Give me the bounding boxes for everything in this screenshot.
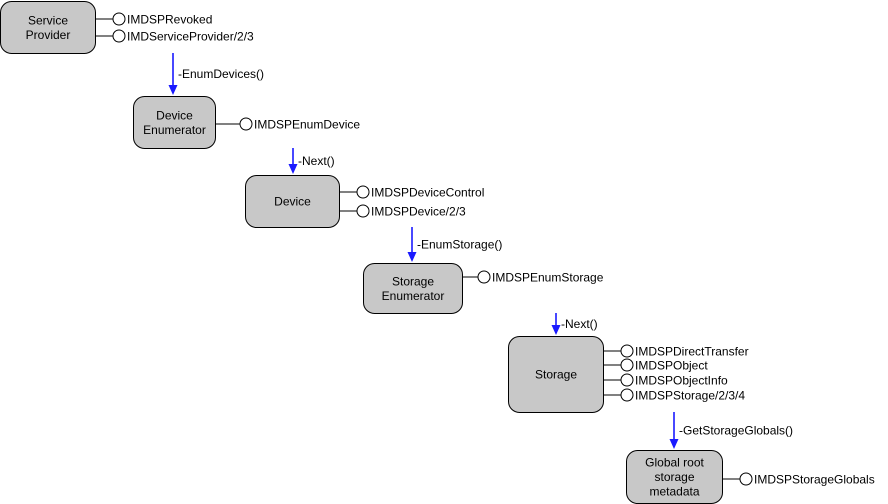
call-arrow-0: -EnumDevices() xyxy=(168,53,264,95)
interface-storage-2: IMDSPObjectInfo xyxy=(603,373,728,388)
interface-service-provider-0: IMDSPRevoked xyxy=(95,12,212,27)
interface-storage-1: IMDSPObject xyxy=(603,358,708,373)
interface-label: IMDSPObject xyxy=(635,359,708,373)
calls-layer: -EnumDevices() -Next() -EnumStorage() -Next… xyxy=(168,53,793,449)
interface-label: IMDSPStorage/2/3/4 xyxy=(635,389,745,403)
interface-device-1: IMDSPDevice/2/3 xyxy=(339,204,466,219)
call-arrow-4: -GetStorageGlobals() xyxy=(669,412,793,449)
call-label: -Next() xyxy=(561,317,598,331)
interface-lollipop-icon xyxy=(356,185,370,199)
call-label: -EnumStorage() xyxy=(417,238,502,252)
node-label-line: Device xyxy=(156,108,193,122)
call-arrow-3: -Next() xyxy=(551,313,598,335)
node-label-line: Enumerator xyxy=(143,123,206,137)
node-box xyxy=(0,1,96,54)
node-box xyxy=(508,336,604,413)
call-label: -Next() xyxy=(298,154,335,168)
interface-global-root-storage-metadata-0: IMDSPStorageGlobals xyxy=(722,472,875,487)
interface-lollipop-icon xyxy=(356,204,370,218)
interface-label: IMDSPStorageGlobals xyxy=(754,473,875,487)
node-box xyxy=(133,96,216,149)
interface-lollipop-icon xyxy=(620,358,634,372)
node-box xyxy=(363,263,463,314)
interface-label: IMDSPDeviceControl xyxy=(371,186,484,200)
call-arrow-2: -EnumStorage() xyxy=(407,227,502,262)
interface-label: IMDSPDirectTransfer xyxy=(635,345,749,359)
interface-lollipop-icon xyxy=(477,270,491,284)
interface-lollipop-icon xyxy=(739,472,753,486)
interface-label: IMDSPEnumDevice xyxy=(254,118,360,132)
node-storage: IMDSPDirectTransferIMDSPObjectIMDSPObjec… xyxy=(508,336,749,413)
node-label-line: Provider xyxy=(26,28,71,42)
node-box xyxy=(245,175,340,228)
node-label-line: storage xyxy=(654,470,694,484)
node-label-line: metadata xyxy=(649,485,699,499)
arrow-head-icon xyxy=(168,85,178,95)
interface-lollipop-icon xyxy=(620,344,634,358)
arrow-head-icon xyxy=(551,325,561,335)
node-label-line: Storage xyxy=(535,368,577,382)
call-label: -GetStorageGlobals() xyxy=(679,424,793,438)
interface-label: IMDSPEnumStorage xyxy=(492,271,604,285)
node-label-line: Device xyxy=(274,195,311,209)
interface-lollipop-icon xyxy=(239,117,253,131)
interface-storage-enumerator-0: IMDSPEnumStorage xyxy=(462,270,604,285)
node-label-line: Enumerator xyxy=(382,289,445,303)
call-arrow-1: -Next() xyxy=(288,148,335,174)
interface-lollipop-icon xyxy=(112,12,126,26)
interface-lollipop-icon xyxy=(620,373,634,387)
interface-storage-3: IMDSPStorage/2/3/4 xyxy=(603,388,745,403)
interface-device-0: IMDSPDeviceControl xyxy=(339,185,484,200)
interface-label: IMDServiceProvider/2/3 xyxy=(127,30,254,44)
interface-device-enumerator-0: IMDSPEnumDevice xyxy=(215,117,360,132)
interface-storage-0: IMDSPDirectTransfer xyxy=(603,344,749,359)
arrow-head-icon xyxy=(288,164,298,174)
node-label-line: Service xyxy=(28,13,68,27)
node-global-root-storage-metadata: IMDSPStorageGlobals Global rootstoragemet… xyxy=(626,450,875,504)
interface-label: IMDSPRevoked xyxy=(127,13,212,27)
interface-label: IMDSPDevice/2/3 xyxy=(371,205,466,219)
call-label: -EnumDevices() xyxy=(178,67,264,81)
interface-lollipop-icon xyxy=(112,29,126,43)
interface-lollipop-icon xyxy=(620,388,634,402)
node-label-line: Storage xyxy=(392,274,434,288)
arrow-head-icon xyxy=(407,252,417,262)
interface-service-provider-1: IMDServiceProvider/2/3 xyxy=(95,29,254,44)
arrow-head-icon xyxy=(669,439,679,449)
interface-label: IMDSPObjectInfo xyxy=(635,374,728,388)
node-label-line: Global root xyxy=(645,456,704,470)
